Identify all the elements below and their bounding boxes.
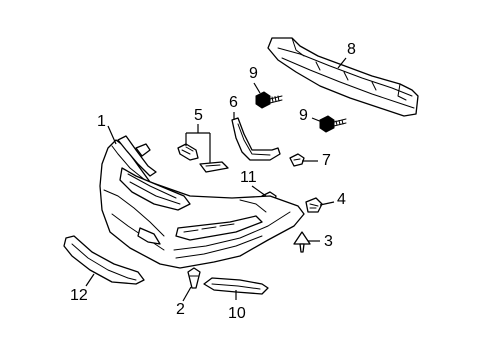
reflector-10 (203, 277, 269, 295)
reinforcement-beam (267, 37, 419, 117)
clip-7 (289, 153, 305, 167)
callout-2: 2 (176, 301, 185, 318)
callout-3: 3 (324, 233, 333, 250)
bolt-right (319, 115, 347, 133)
callout-11: 11 (240, 169, 257, 186)
callout-9-upper: 9 (249, 65, 258, 82)
callout-10: 10 (228, 305, 246, 322)
callout-7: 7 (322, 152, 331, 169)
clip-4 (305, 197, 323, 213)
callout-5: 5 (194, 107, 203, 124)
callout-8: 8 (347, 41, 356, 58)
push-pin-2 (187, 267, 201, 289)
callout-9-right: 9 (299, 107, 308, 124)
grille-bezel (63, 235, 145, 285)
bolt-upper (255, 91, 283, 109)
callout-12: 12 (70, 287, 88, 304)
leader-lines (85, 57, 347, 302)
callout-1: 1 (97, 113, 106, 130)
bracket-pair (177, 143, 229, 173)
bumper-cover (99, 135, 305, 269)
callout-6: 6 (229, 94, 238, 111)
side-bracket (231, 117, 281, 161)
callout-4: 4 (337, 191, 346, 208)
push-pin-3 (293, 231, 311, 253)
